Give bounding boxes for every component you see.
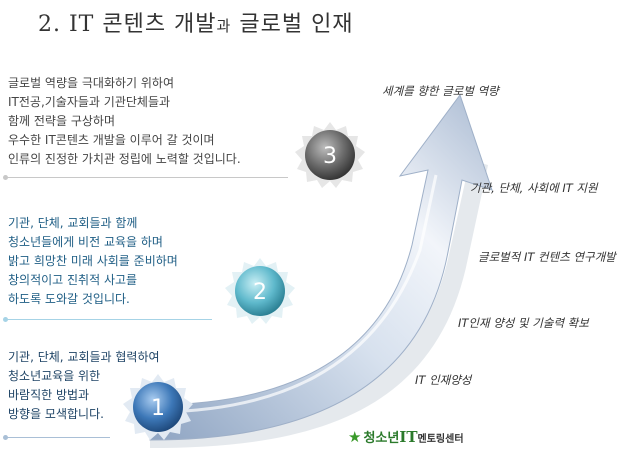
block3-line: 글로벌 역량을 극대화하기 위하여 [8,76,175,90]
arrow-label-support: 기관, 단체, 사회에 IT 지원 [470,181,598,195]
text-block-2: 기관, 단체, 교회들과 함께 청소년들에게 비전 교육을 하며 밝고 희망찬 … [8,214,178,309]
badge-1-number: 1 [151,396,165,421]
arrow-shadow [150,160,488,448]
logo-it: IT [399,428,418,446]
arrow-label-talent: IT 인재양성 [415,373,472,387]
star-icon: ★ [348,428,362,446]
logo-pre: 청소년 [363,431,400,446]
block2-line: 밝고 희망찬 미래 사회를 준비하며 [8,254,178,268]
block2-line: 하도록 도와갈 것입니다. [8,292,130,306]
title-main: 2. IT 콘텐츠 개발 [38,12,217,37]
block3-line: IT전공,기술자들과 기관단체들과 [8,95,171,109]
block2-line: 청소년들에게 비전 교육을 하며 [8,235,163,249]
text-block-1: 기관, 단체, 교회들과 협력하여 청소년교육을 위한 바람직한 방법과 방향을… [8,348,160,424]
title-rest: 글로벌 인재 [231,12,354,37]
badge-2-number: 2 [253,280,267,305]
badge-3-number: 3 [323,144,337,169]
block1-line: 청소년교육을 위한 [8,369,101,383]
arrow-label-research: 글로벌적 IT 컨텐츠 연구개발 [478,250,616,264]
divider-2 [3,317,212,322]
step-badge-2: 2 [222,256,298,326]
block3-line: 인류의 진정한 가치관 정립에 노력할 것입니다. [8,152,241,166]
page-title: 2. IT 콘텐츠 개발과 글로벌 인재 [38,6,354,38]
arrow-highlight [159,174,438,414]
block2-line: 기관, 단체, 교회들과 함께 [8,216,138,230]
step-badge-1: 1 [120,372,196,442]
divider-1 [3,435,110,440]
org-logo: ★청소년IT멘토링센터 [348,427,464,446]
block1-line: 방향을 모색합니다. [8,407,104,421]
block3-line: 함께 전략을 구상하며 [8,114,115,128]
step-badge-3: 3 [292,120,368,190]
block2-line: 창의적이고 진취적 사고를 [8,273,138,287]
block1-line: 바람직한 방법과 [8,388,90,402]
logo-rest: 멘토링센터 [417,434,464,445]
block3-line: 우수한 IT콘텐츠 개발을 이루어 갈 것이며 [8,133,215,147]
block1-line: 기관, 단체, 교회들과 협력하여 [8,350,160,364]
arrow-label-global: 세계를 향한 글로벌 역량 [382,84,499,98]
text-block-3: 글로벌 역량을 극대화하기 위하여 IT전공,기술자들과 기관단체들과 함께 전… [8,74,241,169]
divider-3 [3,175,288,180]
arrow-label-talent-tech: IT인재 양성 및 기술력 확보 [458,316,589,330]
title-connector: 과 [216,17,232,35]
